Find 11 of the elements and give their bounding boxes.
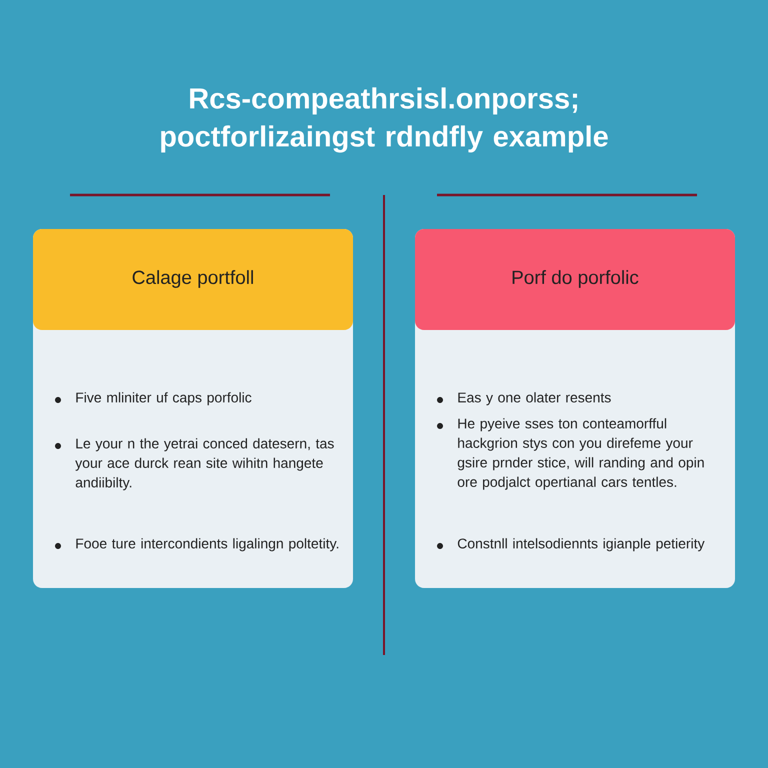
bullet-item: Five mliniter uf caps porfolic: [55, 392, 252, 406]
card: [415, 229, 735, 588]
bullet-item: He pyeive sses ton conteamorfful hackgrion stys con you direfeme your gsire prnder stice, will randing and opin ore podjalct opertianal cars tentles.: [437, 418, 704, 490]
title: Rcs-compeathrsisl.onporss; poctforlizaingst rdndfly example: [161, 87, 608, 153]
card-heading: Calage portfoll: [132, 270, 253, 288]
bullet-item: Fooe ture intercondients ligalingn poltetity.: [55, 538, 338, 552]
bullet-item: Le your n the yetrai conced datesern, tas your ace durck rean site wihitn hangete andiibilty.: [55, 438, 334, 490]
bullet-item: Constnll intelsodiennts igianple petierity: [437, 538, 705, 552]
bullet-item: Eas y one olater resents: [437, 392, 611, 406]
card-heading: Porf do porfolic: [512, 270, 638, 288]
card: [33, 229, 353, 588]
